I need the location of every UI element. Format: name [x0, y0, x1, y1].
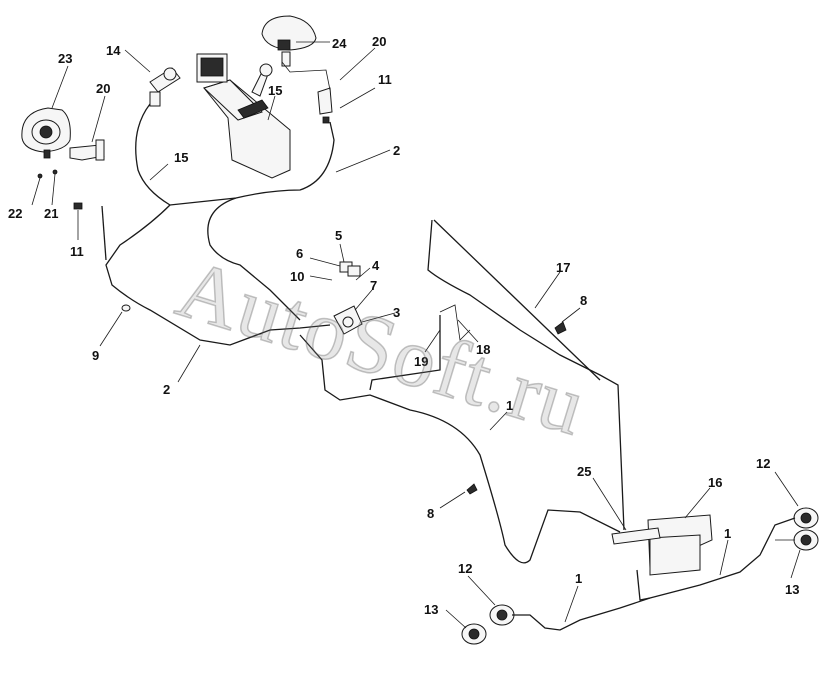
- part-work-lamp-left: [21, 107, 71, 159]
- part-work-lamp-right: [261, 15, 317, 67]
- callout-18: 18: [476, 342, 490, 357]
- part-fuse-block: [333, 305, 363, 335]
- callout-16: 16: [708, 475, 722, 490]
- callout-12-left: 12: [458, 561, 472, 576]
- part-rear-lamp-right-pair: [793, 507, 819, 551]
- callout-3: 3: [393, 305, 400, 320]
- part-bracket: [611, 527, 661, 545]
- harness-wiring: [101, 61, 796, 631]
- callout-21: 21: [44, 206, 58, 221]
- callout-8-lower: 8: [427, 506, 434, 521]
- callout-23: 23: [58, 51, 72, 66]
- part-plug-upper: [554, 321, 567, 335]
- callout-22: 22: [8, 206, 22, 221]
- leader-lines: [31, 41, 801, 629]
- callout-19: 19: [414, 354, 428, 369]
- part-lamp-bracket-left: [69, 139, 105, 161]
- callout-1-middle: 1: [506, 398, 513, 413]
- callout-2-upper: 2: [393, 143, 400, 158]
- callout-20-left: 20: [96, 81, 110, 96]
- part-washer: [52, 169, 58, 175]
- callout-7: 7: [370, 278, 377, 293]
- callout-25: 25: [577, 464, 591, 479]
- callout-labels: 23 20 22 21 11 14 15 15 24 20 11 2 5 6 4…: [8, 34, 799, 617]
- callout-13-left: 13: [424, 602, 438, 617]
- callout-6: 6: [296, 246, 303, 261]
- callout-12-right: 12: [756, 456, 770, 471]
- callout-20-right: 20: [372, 34, 386, 49]
- callout-10: 10: [290, 269, 304, 284]
- part-control-console: [196, 53, 291, 179]
- callout-5: 5: [335, 228, 342, 243]
- part-grommet: [121, 304, 131, 312]
- part-rear-lamp-left-pair: [461, 604, 515, 645]
- callout-24: 24: [332, 36, 347, 51]
- part-connector-left: [73, 202, 83, 210]
- part-nut: [37, 173, 43, 179]
- callout-8-upper: 8: [580, 293, 587, 308]
- callout-9: 9: [92, 348, 99, 363]
- callout-15-console: 15: [268, 83, 282, 98]
- part-connector-right: [322, 116, 330, 124]
- callout-17: 17: [556, 260, 570, 275]
- callout-11-left: 11: [70, 244, 84, 259]
- callout-1-right: 1: [724, 526, 731, 541]
- part-relay-b: [347, 265, 361, 277]
- callout-14: 14: [106, 43, 121, 58]
- callout-15-harness: 15: [174, 150, 188, 165]
- callout-13-right: 13: [785, 582, 799, 597]
- part-lamp-bracket-right: [317, 87, 333, 115]
- callout-2-lower: 2: [163, 382, 170, 397]
- part-control-switch: [149, 67, 181, 107]
- callout-1-lower: 1: [575, 571, 582, 586]
- callout-4: 4: [372, 258, 380, 273]
- callout-11-right: 11: [378, 72, 392, 87]
- part-plug-lower: [466, 483, 478, 495]
